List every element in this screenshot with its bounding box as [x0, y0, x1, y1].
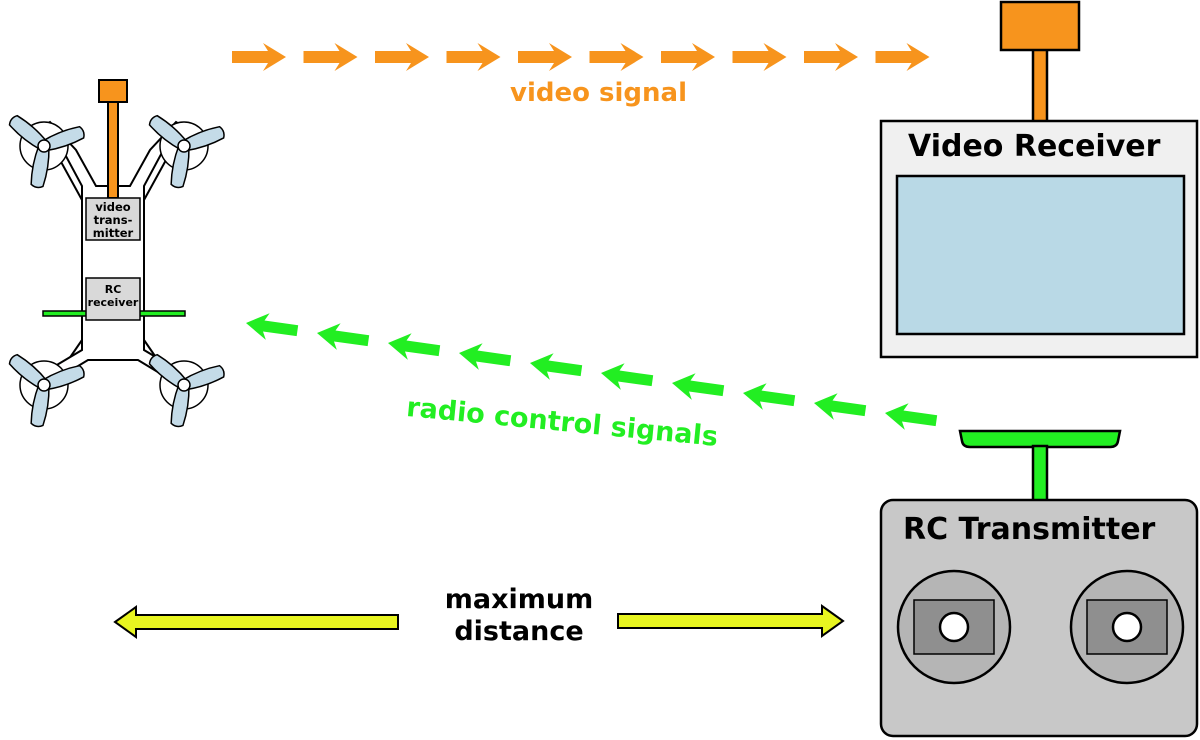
video-antenna-mast [107, 99, 119, 199]
distance-arrow-left [113, 605, 399, 639]
arrow-left-icon [459, 343, 512, 370]
rc-transmitter-title: RC Transmitter [903, 512, 1156, 547]
video-transmitter-label: video trans- mitter [86, 201, 140, 240]
arrow-left-icon [601, 363, 654, 390]
propeller-icon [8, 114, 85, 189]
arrow-right-icon [804, 43, 858, 71]
rcrx-line-1: RC [104, 283, 122, 296]
propeller-icon [148, 114, 225, 189]
propeller-icon [148, 353, 225, 428]
maximum-distance-line1: maximum [444, 584, 594, 615]
left-gimbal [896, 569, 1012, 685]
video-receiver-title: Video Receiver [908, 129, 1161, 164]
arrow-left-icon [246, 313, 299, 340]
arrow-left-icon [885, 403, 938, 430]
arrow-right-icon [303, 43, 358, 71]
vtx-line-1: video [95, 200, 131, 214]
arrow-right-icon [232, 43, 286, 71]
distance-arrow-right [617, 604, 845, 638]
video-signal-label: video signal [510, 78, 687, 108]
right-gimbal [1069, 569, 1185, 685]
video-receiver-antenna-mast [1031, 46, 1049, 124]
maximum-distance-line2: distance [454, 616, 584, 647]
drone [38, 79, 188, 382]
propellers [8, 114, 225, 428]
video-antenna-head [98, 79, 128, 103]
video-receiver [879, 0, 1199, 359]
vtx-line-3: mitter [92, 226, 134, 240]
rc-transmitter-antenna-mast [1031, 444, 1049, 503]
distance-arrows [113, 604, 845, 639]
arrow-right-icon [518, 43, 572, 71]
right-stick [1111, 611, 1143, 643]
arrow-left-icon [317, 323, 370, 350]
arrow-left-icon [672, 373, 725, 400]
rcrx-line-2: receiver [87, 296, 139, 309]
video-receiver-antenna-head [999, 0, 1081, 52]
arrow-right-icon [446, 43, 501, 71]
vtx-line-2: trans- [93, 213, 133, 227]
video-transmitter-module [85, 197, 141, 241]
video-signal-arrows [232, 43, 930, 71]
rc-transmitter-antenna-top [958, 429, 1122, 449]
arrow-right-icon [661, 43, 715, 71]
rc-transmitter [879, 429, 1199, 738]
video-receiver-screen [895, 174, 1186, 336]
radio-signal-arrows [246, 313, 938, 430]
arrow-left-icon [530, 353, 583, 380]
arrow-left-icon [388, 333, 441, 360]
maximum-distance-label: maximum distance [404, 584, 634, 648]
propeller-icon [8, 353, 85, 428]
arrow-right-icon [589, 43, 644, 71]
rc-receiver-label: RC receiver [86, 283, 140, 309]
rc-receiver-module [85, 277, 141, 321]
arrow-right-icon [875, 43, 930, 71]
arrow-right-icon [732, 43, 787, 71]
left-stick [938, 611, 970, 643]
arrow-left-icon [814, 393, 867, 420]
arrow-left-icon [743, 383, 796, 410]
arrow-right-icon [375, 43, 429, 71]
